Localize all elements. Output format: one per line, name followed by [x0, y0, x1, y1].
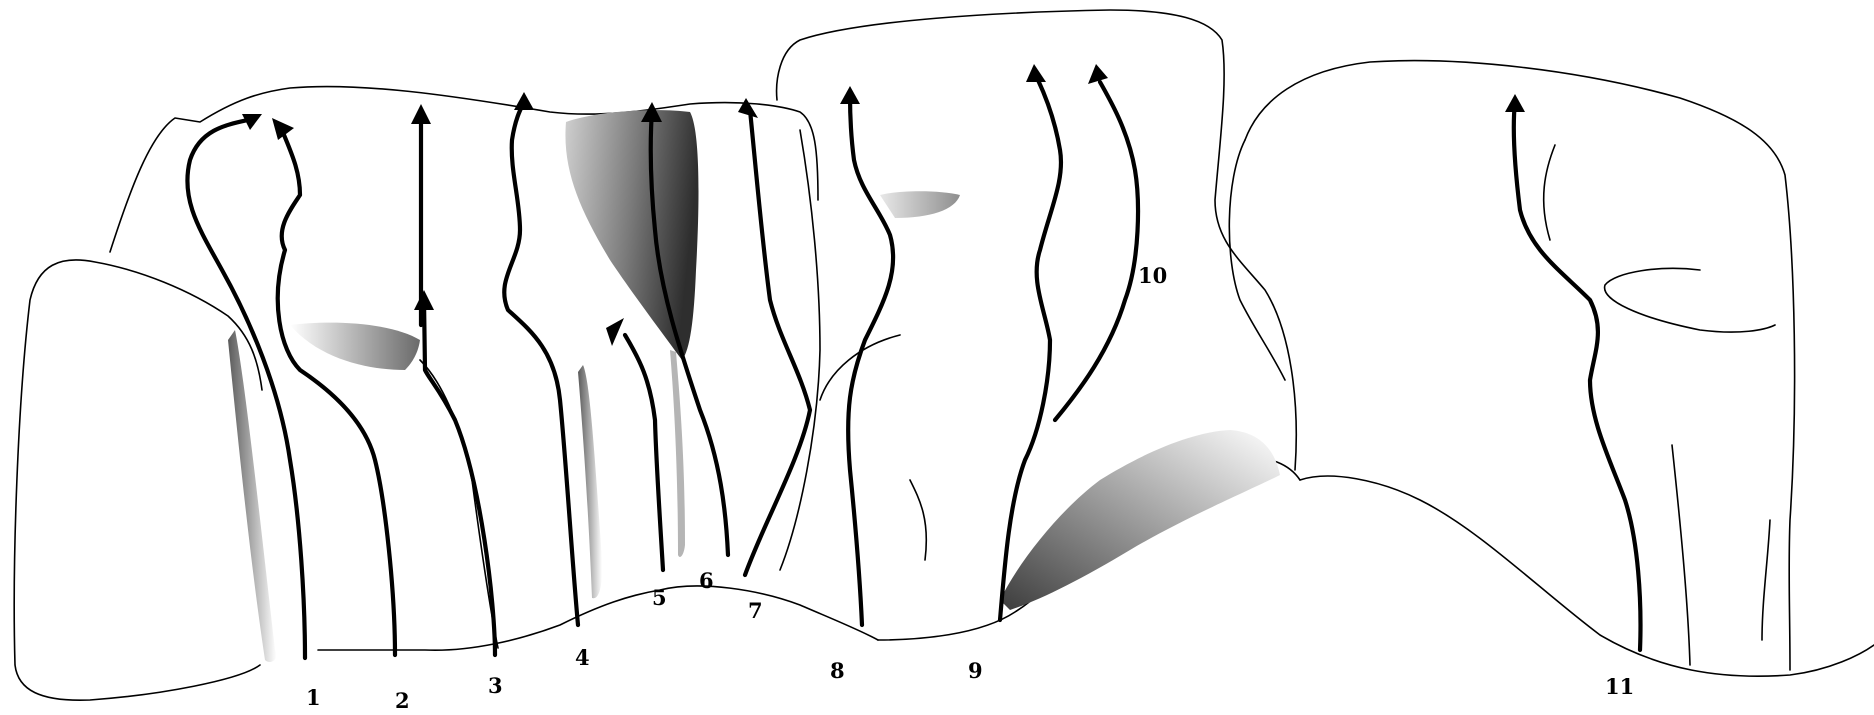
label-6: 6	[699, 568, 714, 593]
number-labels: 1 2 3 4 5 6 7 8 9 10 11	[306, 263, 1634, 713]
root-path-4	[625, 335, 663, 570]
block-right-line-c	[1762, 520, 1770, 640]
arrowhead-7	[840, 86, 860, 104]
block-right-outline	[1300, 476, 1874, 676]
arrowhead-2	[411, 104, 431, 124]
shade-vertical-mid	[578, 365, 602, 598]
block-right-top	[1245, 61, 1795, 670]
shade-small-right	[880, 191, 960, 218]
arrowhead-8	[1026, 64, 1046, 82]
arrowhead-4	[606, 318, 624, 346]
arrowhead-2b	[414, 290, 434, 310]
shaded-regions	[228, 110, 1280, 662]
arrowhead-6	[738, 98, 758, 118]
shade-big-lower	[1000, 430, 1280, 610]
block-left-outline	[14, 260, 262, 700]
divider-left-outline	[420, 360, 498, 648]
label-3: 3	[488, 673, 503, 698]
arrowhead-11	[1505, 94, 1525, 112]
arrowhead-3	[514, 92, 534, 110]
base-line-left	[318, 586, 878, 650]
label-8: 8	[830, 658, 845, 683]
segment-left-top-outline	[110, 87, 818, 252]
block-right-groove	[1605, 268, 1775, 332]
block-middle-inner-curve	[910, 480, 926, 560]
block-middle-inner-left	[820, 335, 900, 400]
block-right-inner-edge	[1229, 140, 1285, 380]
arrowhead-10	[1088, 64, 1108, 84]
block-right-line-a	[1544, 145, 1555, 240]
root-path-1	[187, 120, 305, 658]
shade-cone	[565, 110, 698, 360]
root-path-7	[848, 95, 893, 625]
root-path-2	[424, 300, 495, 655]
root-path-3	[504, 102, 578, 625]
label-2: 2	[395, 688, 410, 713]
shade-horizontal-left	[290, 323, 420, 370]
root-path-1b	[278, 130, 395, 655]
label-10: 10	[1138, 263, 1167, 288]
root-path-10	[1055, 82, 1138, 420]
label-4: 4	[575, 645, 590, 670]
label-7: 7	[748, 598, 763, 623]
shade-cone-lower	[670, 350, 685, 557]
label-1: 1	[306, 685, 321, 710]
root-path-11	[1514, 102, 1641, 650]
label-11: 11	[1605, 674, 1634, 699]
block-right-line-b	[1672, 445, 1690, 665]
label-9: 9	[968, 658, 983, 683]
label-5: 5	[652, 585, 667, 610]
